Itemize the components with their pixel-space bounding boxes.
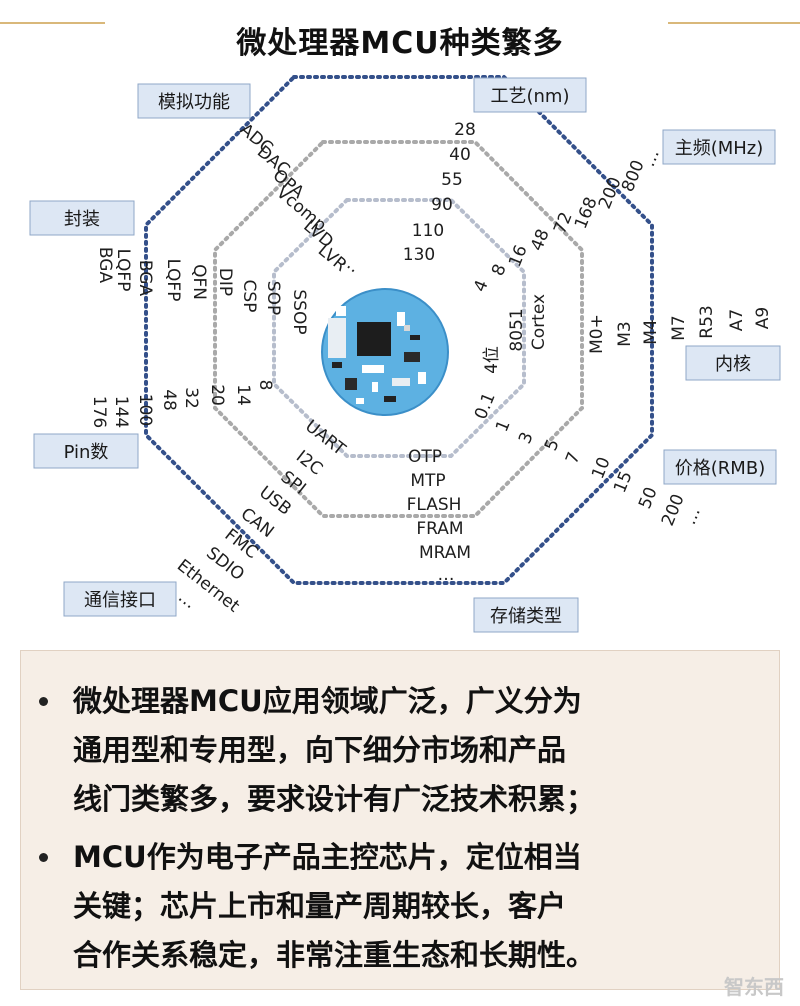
label-frequency: 主频(MHz) bbox=[675, 138, 764, 159]
core-item: M0+ bbox=[587, 314, 607, 354]
label-comm: 通信接口 bbox=[84, 590, 156, 611]
package-item: CSP bbox=[239, 280, 259, 313]
core-item: M4 bbox=[641, 319, 661, 344]
page-title: 微处理器MCU种类繁多 bbox=[236, 26, 564, 61]
core-item: 4位 bbox=[482, 346, 502, 374]
core-item: M3 bbox=[615, 321, 635, 346]
freq-item: 168 bbox=[571, 194, 602, 232]
label-core: 内核 bbox=[715, 354, 751, 375]
label-package: 封装 bbox=[64, 209, 100, 230]
bullet-line: 关键；芯片上市和量产周期较长，客户 bbox=[73, 889, 567, 923]
label-storage: 存储类型 bbox=[490, 606, 562, 627]
watermark: 智东西 bbox=[724, 975, 784, 999]
outer-octagon bbox=[144, 75, 654, 585]
label-box-pins bbox=[33, 433, 139, 469]
package-item: DIP bbox=[215, 268, 235, 296]
process-item: 55 bbox=[441, 170, 463, 190]
package-item: LQFP bbox=[113, 249, 133, 292]
package-item: LQFP bbox=[163, 259, 183, 302]
core-item: M7 bbox=[669, 315, 689, 340]
middle-octagon bbox=[213, 140, 584, 518]
bullet-item: MCU作为电子产品主控芯片，定位相当 关键；芯片上市和量产周期较长，客户 合作关… bbox=[39, 833, 759, 980]
package-item: BGA bbox=[95, 247, 115, 284]
label-pins: Pin数 bbox=[64, 442, 109, 463]
title-rule-right bbox=[668, 22, 800, 24]
package-item: BGA bbox=[135, 260, 155, 297]
pin-item: 100 bbox=[135, 394, 155, 426]
pin-item: 176 bbox=[89, 396, 109, 428]
bullet-dot bbox=[39, 697, 48, 706]
package-item: SSOP bbox=[289, 289, 309, 334]
mcu-radial-diagram: 模拟功能 工艺(nm) 主频(MHz) 封装 内核 Pin数 价格(RMB) 通… bbox=[29, 75, 781, 633]
label-price: 价格(RMB) bbox=[675, 458, 765, 479]
bullet-dot bbox=[39, 853, 48, 862]
pin-item: 20 bbox=[207, 384, 227, 406]
process-item: 110 bbox=[412, 221, 444, 241]
process-item: 90 bbox=[431, 195, 453, 215]
pin-item: 144 bbox=[111, 396, 131, 428]
price-item: 7 bbox=[562, 449, 585, 467]
core-item: A9 bbox=[753, 307, 773, 329]
package-item: SOP bbox=[263, 281, 283, 315]
label-box-process bbox=[473, 77, 587, 113]
storage-item: … bbox=[438, 565, 455, 585]
storage-item: FLASH bbox=[407, 495, 462, 515]
process-item: 40 bbox=[449, 145, 471, 165]
core-item: Cortex bbox=[529, 294, 549, 350]
core-item: R53 bbox=[697, 305, 717, 338]
bullet-line: 线门类繁多，要求设计有广泛技术积累； bbox=[73, 782, 596, 816]
package-item: QFN bbox=[189, 264, 209, 300]
freq-item: … bbox=[639, 146, 664, 169]
label-box-package bbox=[29, 200, 135, 236]
label-analog: 模拟功能 bbox=[158, 92, 230, 113]
price-item: 1 bbox=[492, 417, 515, 435]
storage-item: OTP bbox=[408, 447, 442, 467]
comm-item: … bbox=[174, 587, 200, 613]
pin-item: 32 bbox=[181, 387, 201, 409]
price-item: … bbox=[680, 504, 705, 527]
bullet-line: MCU作为电子产品主控芯片，定位相当 bbox=[73, 840, 582, 874]
bullet-line: 微处理器MCU应用领域广泛，广义分为 bbox=[73, 684, 582, 718]
price-item: 50 bbox=[635, 484, 662, 512]
price-item: 3 bbox=[515, 429, 538, 447]
title-rule-left bbox=[0, 22, 105, 24]
summary-panel: 微处理器MCU应用领域广泛，广义分为 通用型和专用型，向下细分市场和产品 线门类… bbox=[20, 650, 780, 990]
process-item: 28 bbox=[454, 120, 476, 140]
core-item: 8051 bbox=[507, 308, 527, 351]
pin-item: 48 bbox=[159, 389, 179, 411]
storage-item: MRAM bbox=[419, 543, 471, 563]
core-item: A7 bbox=[727, 309, 747, 331]
label-box-core bbox=[685, 345, 781, 381]
label-box-price bbox=[663, 449, 777, 485]
label-box-storage bbox=[473, 597, 579, 633]
bullet-line: 通用型和专用型，向下细分市场和产品 bbox=[73, 733, 567, 767]
process-item: 130 bbox=[403, 245, 435, 265]
label-process: 工艺(nm) bbox=[491, 86, 570, 107]
label-box-frequency bbox=[662, 129, 776, 165]
storage-item: FRAM bbox=[416, 519, 463, 539]
freq-item: 4 bbox=[470, 277, 493, 295]
freq-item: 72 bbox=[550, 209, 577, 237]
inner-octagon bbox=[272, 198, 526, 458]
label-box-analog bbox=[137, 83, 251, 119]
storage-item: MTP bbox=[410, 471, 445, 491]
pin-item: 14 bbox=[233, 384, 253, 406]
label-box-comm bbox=[63, 581, 177, 617]
bullet-line: 合作关系稳定，非常注重生态和长期性。 bbox=[73, 938, 596, 972]
pin-item: 8 bbox=[255, 380, 275, 391]
chip-photo-icon bbox=[321, 288, 449, 416]
bullet-item: 微处理器MCU应用领域广泛，广义分为 通用型和专用型，向下细分市场和产品 线门类… bbox=[39, 677, 759, 824]
